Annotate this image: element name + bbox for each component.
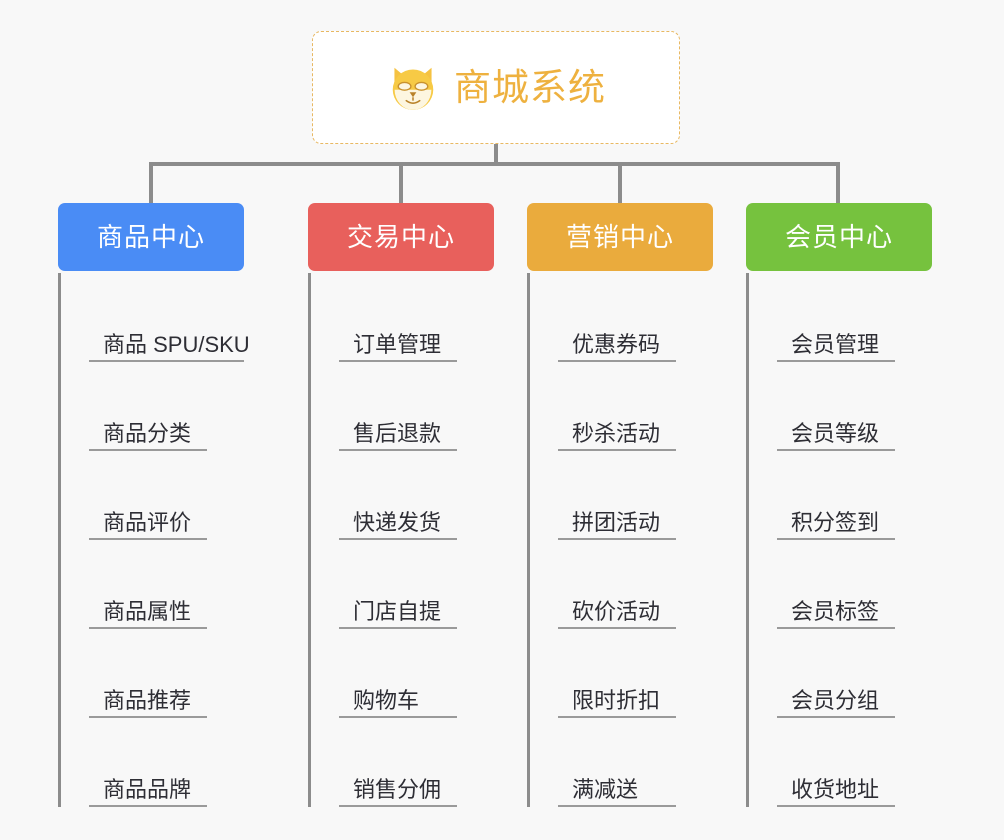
list-item[interactable]: 销售分佣	[325, 718, 494, 807]
list-item[interactable]: 会员管理	[763, 273, 932, 362]
list-item[interactable]: 限时折扣	[544, 629, 713, 718]
list-item[interactable]: 砍价活动	[544, 540, 713, 629]
item-label: 销售分佣	[339, 778, 457, 807]
item-label: 商品评价	[89, 511, 207, 540]
root-node-shop-system[interactable]: 商城系统	[312, 31, 680, 144]
item-list-trade-center: 订单管理 售后退款 快递发货 门店自提 购物车 销售分佣	[308, 273, 494, 807]
category-header-product-center[interactable]: 商品中心	[58, 203, 244, 271]
item-list-member-center: 会员管理 会员等级 积分签到 会员标签 会员分组 收货地址	[746, 273, 932, 807]
list-item[interactable]: 商品属性	[75, 540, 244, 629]
item-label: 售后退款	[339, 422, 457, 451]
item-label: 优惠券码	[558, 333, 676, 362]
list-item[interactable]: 会员分组	[763, 629, 932, 718]
list-item[interactable]: 购物车	[325, 629, 494, 718]
list-item[interactable]: 满减送	[544, 718, 713, 807]
item-label: 商品品牌	[89, 778, 207, 807]
list-item[interactable]: 商品推荐	[75, 629, 244, 718]
item-label: 商品推荐	[89, 689, 207, 718]
category-header-marketing-center[interactable]: 营销中心	[527, 203, 713, 271]
category-header-trade-center[interactable]: 交易中心	[308, 203, 494, 271]
column-trade-center: 交易中心 订单管理 售后退款 快递发货 门店自提 购物车 销售分佣	[308, 203, 494, 807]
list-item[interactable]: 商品品牌	[75, 718, 244, 807]
item-label: 限时折扣	[558, 689, 676, 718]
item-label: 商品属性	[89, 600, 207, 629]
list-item[interactable]: 拼团活动	[544, 451, 713, 540]
list-item[interactable]: 商品评价	[75, 451, 244, 540]
list-item[interactable]: 收货地址	[763, 718, 932, 807]
item-list-marketing-center: 优惠券码 秒杀活动 拼团活动 砍价活动 限时折扣 满减送	[527, 273, 713, 807]
column-product-center: 商品中心 商品 SPU/SKU 商品分类 商品评价 商品属性 商品推荐 商品品牌	[58, 203, 250, 807]
column-member-center: 会员中心 会员管理 会员等级 积分签到 会员标签 会员分组 收货地址	[746, 203, 932, 807]
list-item[interactable]: 门店自提	[325, 540, 494, 629]
item-label: 会员标签	[777, 600, 895, 629]
column-marketing-center: 营销中心 优惠券码 秒杀活动 拼团活动 砍价活动 限时折扣 满减送	[527, 203, 713, 807]
item-label: 会员等级	[777, 422, 895, 451]
category-header-member-center[interactable]: 会员中心	[746, 203, 932, 271]
item-label: 积分签到	[777, 511, 895, 540]
root-node-title: 商城系统	[454, 67, 606, 108]
category-header-label: 商品中心	[96, 222, 205, 252]
category-header-label: 会员中心	[784, 222, 893, 252]
category-header-label: 交易中心	[346, 222, 455, 252]
item-label: 购物车	[339, 689, 457, 718]
item-label: 秒杀活动	[558, 422, 676, 451]
item-label: 商品分类	[89, 422, 207, 451]
list-item[interactable]: 会员等级	[763, 362, 932, 451]
list-item[interactable]: 售后退款	[325, 362, 494, 451]
item-label: 订单管理	[339, 333, 457, 362]
list-item[interactable]: 会员标签	[763, 540, 932, 629]
list-item[interactable]: 优惠券码	[544, 273, 713, 362]
list-item[interactable]: 订单管理	[325, 273, 494, 362]
item-label: 会员分组	[777, 689, 895, 718]
item-label: 满减送	[558, 778, 676, 807]
item-label: 商品 SPU/SKU	[89, 333, 250, 362]
list-item[interactable]: 商品 SPU/SKU	[75, 273, 250, 362]
item-label: 收货地址	[777, 778, 895, 807]
list-item[interactable]: 积分签到	[763, 451, 932, 540]
item-label: 拼团活动	[558, 511, 676, 540]
shiba-dog-face-icon	[392, 67, 434, 112]
item-label: 砍价活动	[558, 600, 676, 629]
item-label: 会员管理	[777, 333, 895, 362]
item-label: 快递发货	[339, 511, 457, 540]
category-header-label: 营销中心	[565, 222, 674, 252]
list-item[interactable]: 秒杀活动	[544, 362, 713, 451]
item-list-product-center: 商品 SPU/SKU 商品分类 商品评价 商品属性 商品推荐 商品品牌	[58, 273, 250, 807]
item-label: 门店自提	[339, 600, 457, 629]
list-item[interactable]: 快递发货	[325, 451, 494, 540]
list-item[interactable]: 商品分类	[75, 362, 244, 451]
